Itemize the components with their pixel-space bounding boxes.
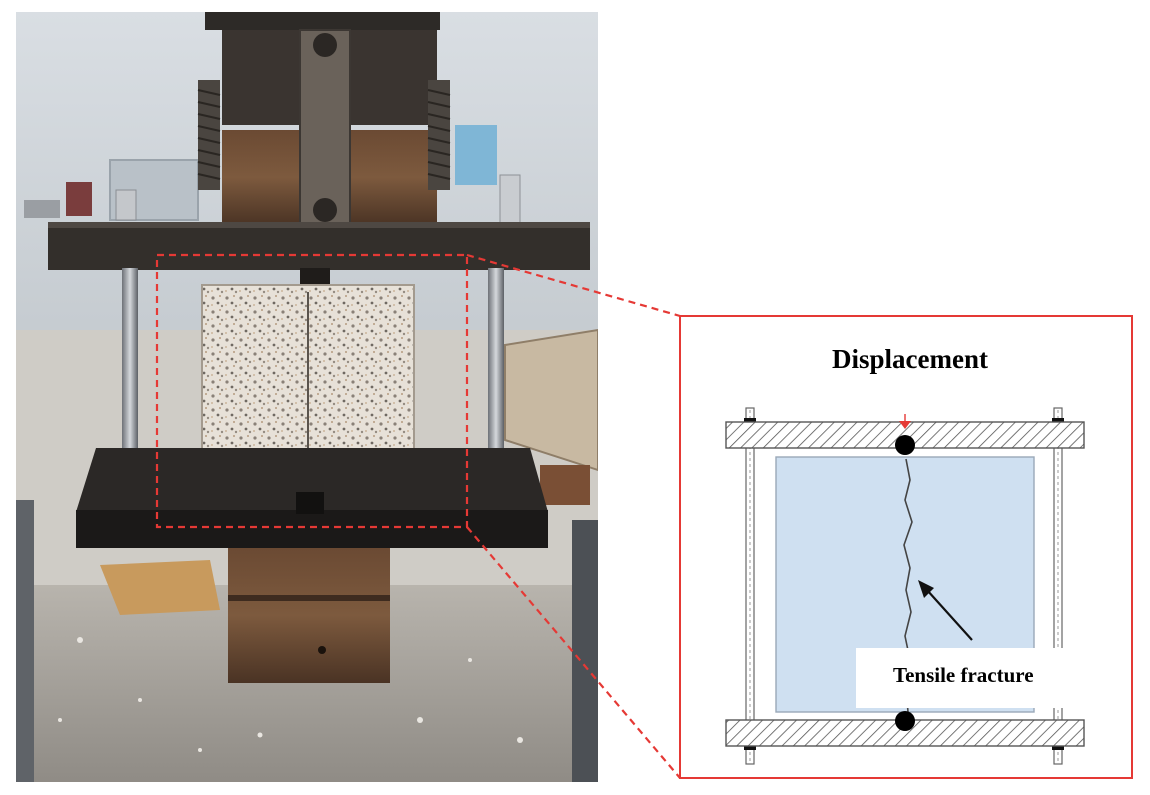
spring-left <box>197 80 221 190</box>
wall-poster <box>455 125 497 185</box>
test-machine-photo <box>16 12 598 782</box>
frame-column-left <box>16 500 34 782</box>
fracture-pointer-head <box>918 580 934 598</box>
lower-load-point <box>895 711 915 731</box>
loading-schematic: Displacement Tensile fracture <box>679 315 1133 779</box>
schematic-title: Displacement <box>832 344 988 374</box>
frame-column-right <box>572 520 598 782</box>
upper-ram <box>205 12 440 30</box>
wood-debris <box>100 560 220 615</box>
dust-specks <box>58 637 523 752</box>
wooden-tray <box>504 328 598 472</box>
fracture-label-box <box>856 648 1094 708</box>
fracture-pointer-shaft <box>926 589 973 641</box>
cylinder-hole <box>318 646 326 654</box>
background-cylinder-left <box>115 189 137 221</box>
schematic-rod-left <box>744 407 756 765</box>
wall-sign <box>66 182 92 216</box>
zoom-connector-top <box>466 253 681 318</box>
upper-loading-plate <box>48 222 590 270</box>
fracture-label: Tensile fracture <box>893 663 1034 687</box>
lower-loading-plate <box>76 510 548 548</box>
zoom-connector-bottom <box>466 526 681 779</box>
upper-plate-edge <box>48 222 590 228</box>
bolt-top <box>313 33 337 57</box>
cylinder-groove <box>228 595 390 601</box>
bench-equipment <box>24 200 60 218</box>
schematic-rod-right <box>1052 407 1064 765</box>
upper-load-point <box>895 435 915 455</box>
lower-plate-top <box>76 448 548 512</box>
bolt-bottom <box>313 198 337 222</box>
displacement-arrow-head <box>899 421 911 429</box>
lower-rusty-cylinder <box>228 548 390 683</box>
lower-loading-edge <box>296 492 324 514</box>
spring-right <box>427 80 451 190</box>
background-cylinder <box>499 174 521 226</box>
zoom-region-box <box>155 253 469 529</box>
sample-cylinders <box>540 465 590 505</box>
